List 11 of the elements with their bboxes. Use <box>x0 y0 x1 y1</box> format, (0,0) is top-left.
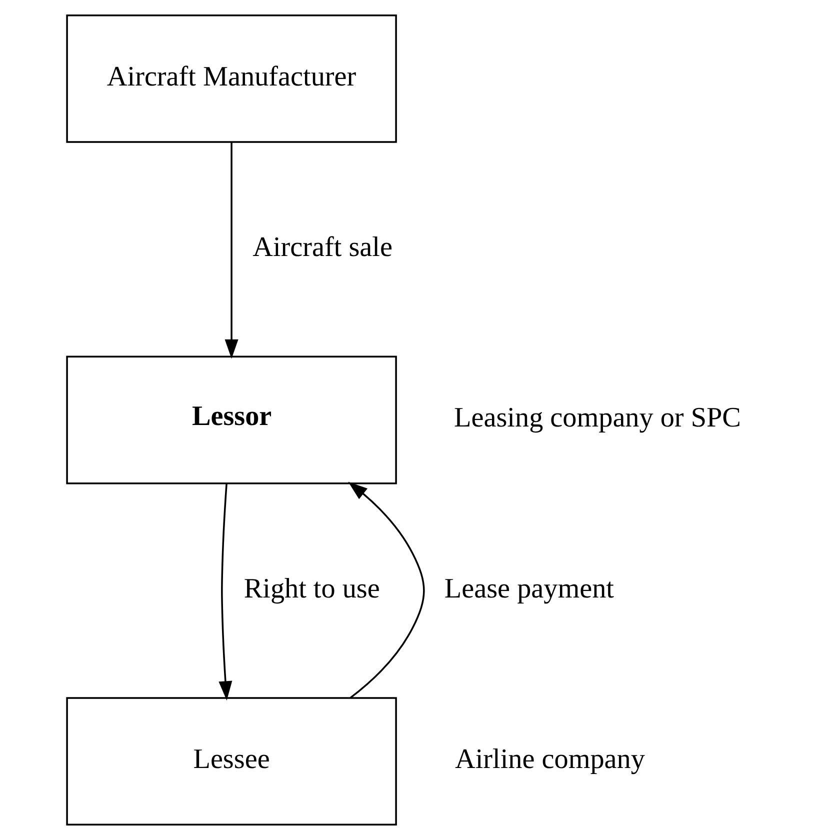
arrow <box>224 142 238 359</box>
arrow <box>218 483 232 700</box>
node-label: Airline company <box>454 744 644 776</box>
node-label: Leasing company or SPC <box>454 402 740 434</box>
edge-label: Right to use <box>243 573 380 604</box>
arrow <box>348 482 424 699</box>
node-box: Lessor <box>66 356 396 484</box>
edge-label: Aircraft sale <box>252 232 392 264</box>
node-box: Aircraft Manufacturer <box>66 14 396 143</box>
edge-label: Lease payment <box>444 573 614 604</box>
node-box: Lessee <box>66 697 396 826</box>
